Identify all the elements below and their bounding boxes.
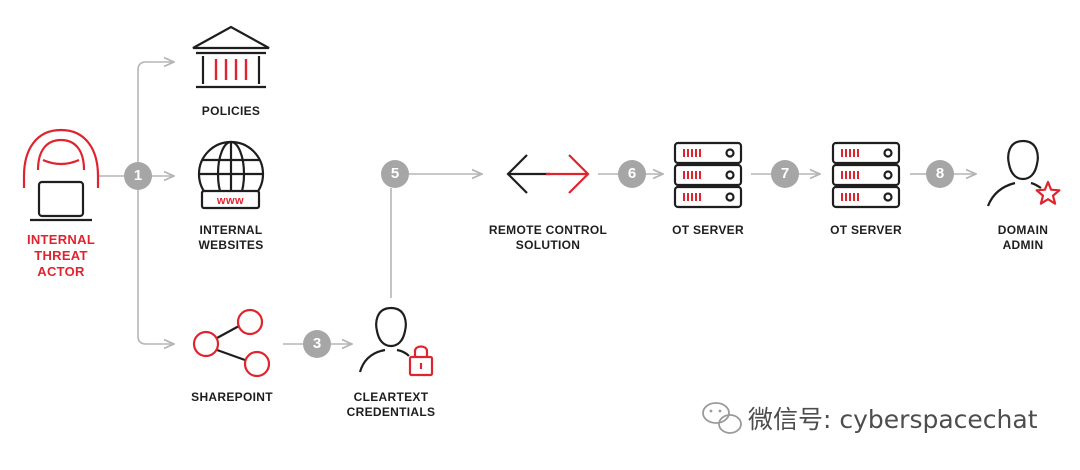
- server-rack-icon: [831, 141, 901, 209]
- share-nodes-icon: [192, 308, 271, 378]
- step-badge-6: 6: [618, 160, 646, 188]
- connector-lines: [98, 62, 976, 344]
- wechat-icon: [702, 402, 742, 434]
- ot-server-2-label: OT SERVER: [830, 223, 902, 237]
- bank-building-icon: [192, 25, 270, 89]
- remote-control-solution-label: REMOTE CONTROL SOLUTION: [488, 223, 608, 252]
- policies-label: POLICIES: [201, 104, 261, 118]
- hooded-hacker-laptop-icon: [22, 128, 100, 222]
- step-badge-8: 8: [926, 160, 954, 188]
- sharepoint-label: SHAREPOINT: [191, 390, 273, 404]
- step-badge-3: 3: [303, 330, 331, 358]
- step-badge-7: 7: [771, 160, 799, 188]
- server-rack-icon: [673, 141, 743, 209]
- watermark: 微信号: cyberspacechat: [748, 398, 1038, 438]
- user-star-icon: [986, 139, 1061, 207]
- connector-to-sharepoint: [137, 190, 174, 344]
- bidirectional-arrows-icon: [506, 154, 590, 194]
- connector-to-policies: [137, 62, 174, 162]
- watermark-text: 微信号: cyberspacechat: [748, 405, 1038, 434]
- internal-websites-label: INTERNAL WEBSITES: [198, 223, 264, 252]
- cleartext-credentials-label: CLEARTEXT CREDENTIALS: [346, 390, 436, 419]
- threat-actor-label: INTERNAL THREAT ACTOR: [26, 232, 96, 279]
- globe-www-icon: www: [197, 140, 265, 210]
- step-badge-5: 5: [381, 160, 409, 188]
- svg-text:www: www: [216, 195, 244, 207]
- ot-server-1-label: OT SERVER: [672, 223, 744, 237]
- domain-admin-label: DOMAIN ADMIN: [997, 223, 1049, 252]
- step-badge-1: 1: [124, 162, 152, 190]
- user-lock-icon: [358, 306, 434, 377]
